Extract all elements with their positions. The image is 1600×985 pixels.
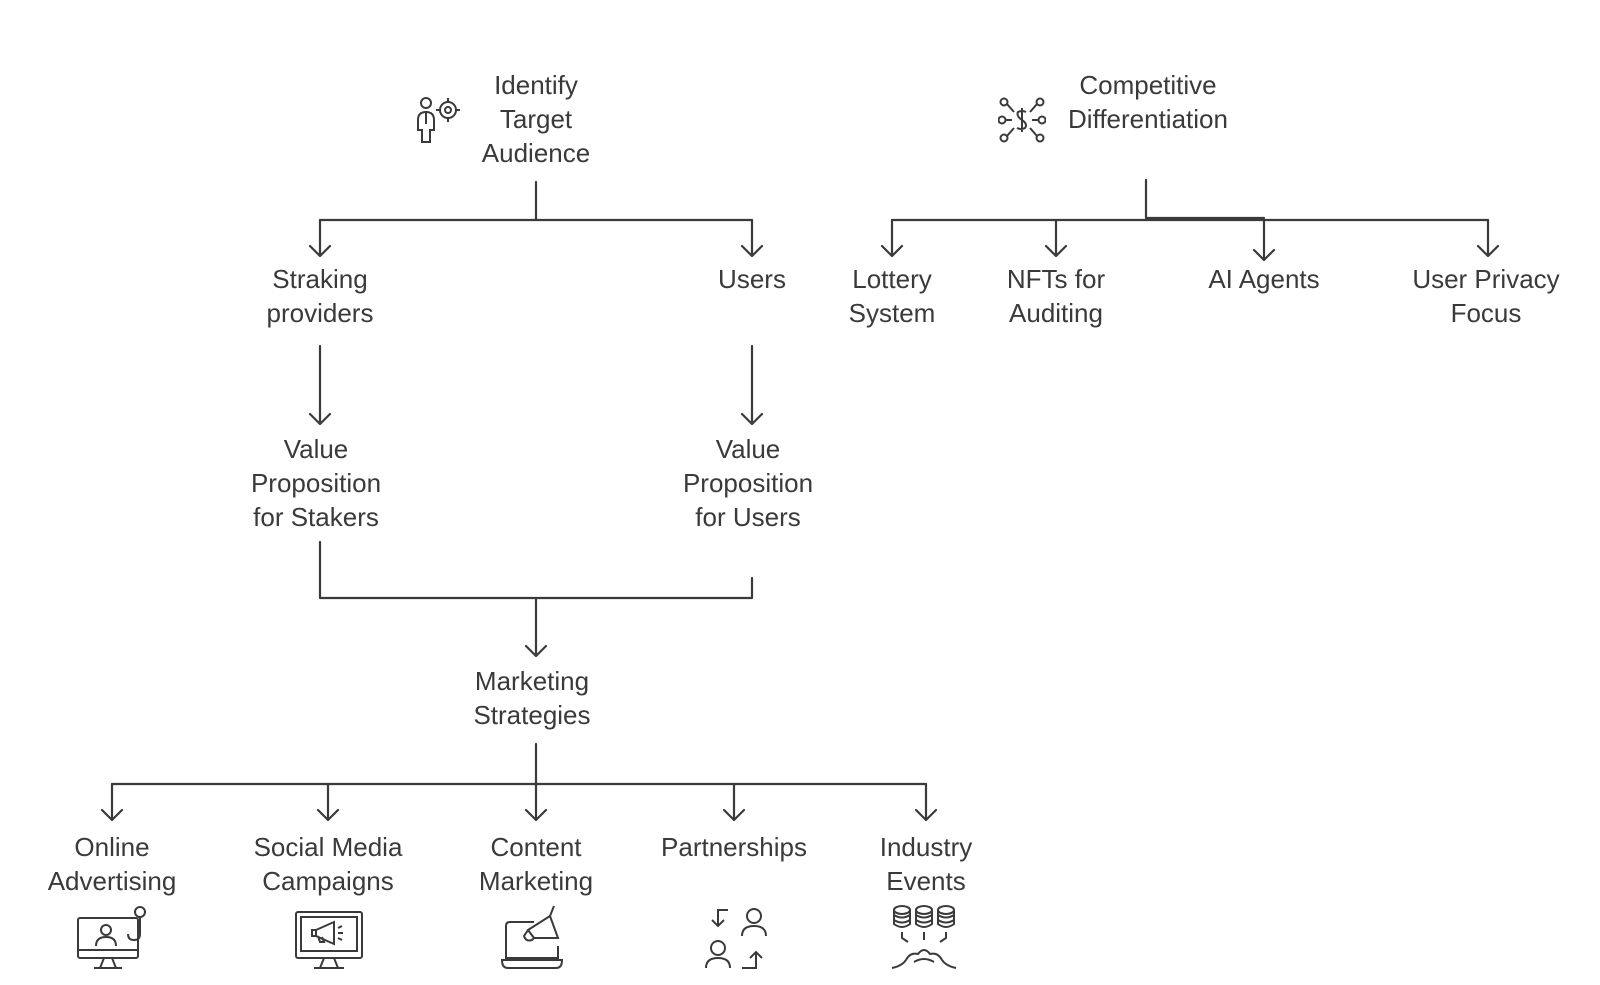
connector-competitive-trunk bbox=[1144, 178, 1266, 220]
node-lottery-system: Lottery System bbox=[848, 264, 936, 328]
node-value-proposition-stakers: Value Proposition for Stakers bbox=[250, 434, 382, 532]
node-online-advertising: Online Advertising bbox=[47, 832, 177, 896]
connector-to-events bbox=[914, 782, 938, 822]
monitor-person-pin-icon bbox=[76, 906, 148, 972]
network-dollar-icon bbox=[998, 96, 1046, 144]
connector-to-online bbox=[100, 782, 124, 822]
connector-to-social bbox=[316, 782, 340, 822]
connector-to-users bbox=[740, 218, 764, 258]
connector-to-content bbox=[524, 782, 548, 822]
connector-to-ai bbox=[1252, 218, 1276, 262]
connector-staking-to-vp bbox=[308, 344, 332, 426]
connector-to-privacy bbox=[1476, 218, 1500, 258]
laptop-megaphone-icon bbox=[500, 904, 572, 972]
node-value-proposition-users: Value Proposition for Users bbox=[682, 434, 814, 532]
node-competitive-differentiation: Competitive Differentiation bbox=[1068, 70, 1228, 134]
node-industry-events: Industry Events bbox=[879, 832, 973, 896]
node-social-media-campaigns: Social Media Campaigns bbox=[253, 832, 403, 896]
node-user-privacy-focus: User Privacy Focus bbox=[1412, 264, 1560, 328]
node-content-marketing: Content Marketing bbox=[478, 832, 594, 896]
node-marketing-strategies: Marketing Strategies bbox=[473, 666, 591, 730]
people-exchange-icon bbox=[704, 906, 772, 970]
node-ai-agents: AI Agents bbox=[1208, 264, 1320, 294]
connector-to-nfts bbox=[1044, 218, 1068, 258]
monitor-megaphone-icon bbox=[294, 906, 366, 972]
node-users: Users bbox=[718, 264, 786, 294]
target-person-icon bbox=[412, 96, 462, 144]
connector-to-partnerships bbox=[722, 782, 746, 822]
node-nfts-for-auditing: NFTs for Auditing bbox=[1006, 264, 1106, 328]
node-staking-providers: Straking providers bbox=[266, 264, 374, 328]
connector-to-marketing bbox=[524, 596, 548, 658]
node-identify-target-audience: Identify Target Audience bbox=[481, 70, 591, 168]
connector-users-to-vp bbox=[740, 344, 764, 426]
node-partnerships: Partnerships bbox=[661, 832, 807, 862]
connector-vp-merge bbox=[318, 540, 754, 600]
connector-to-staking bbox=[308, 218, 332, 258]
connector-to-lottery bbox=[880, 218, 904, 258]
coins-splash-icon bbox=[888, 904, 960, 972]
